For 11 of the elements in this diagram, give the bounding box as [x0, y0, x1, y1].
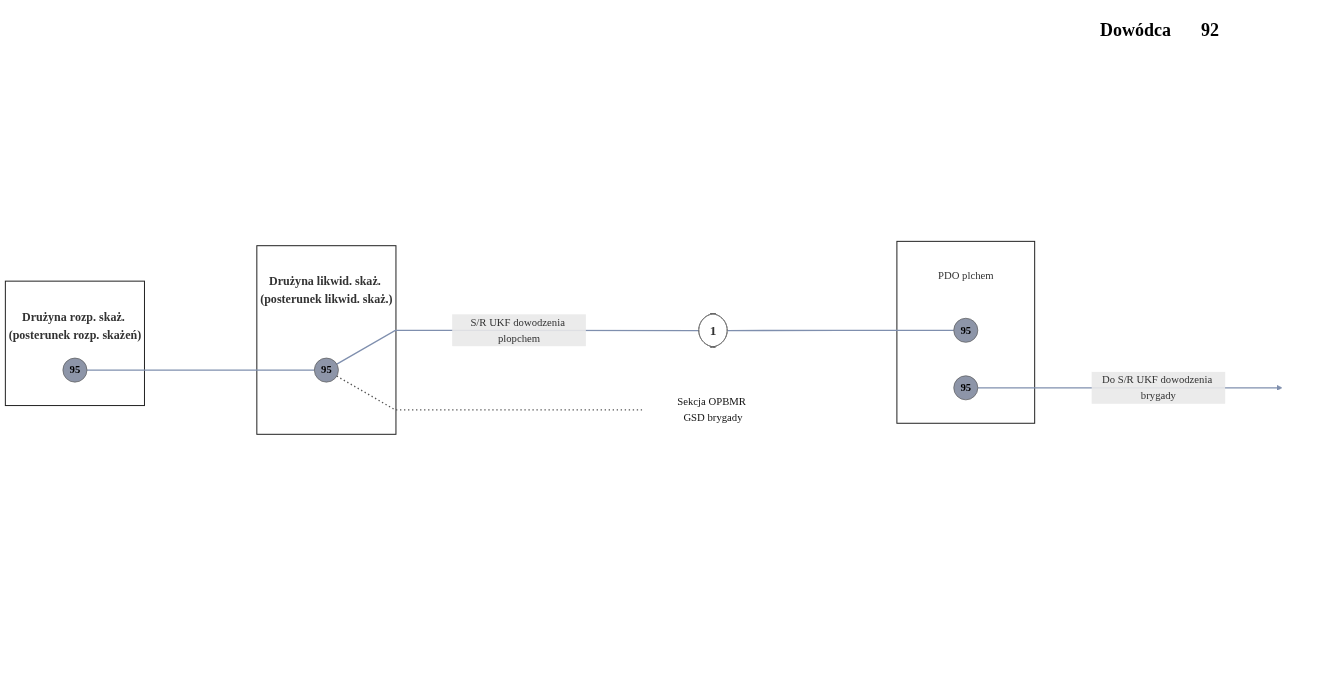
- node-circle: 95: [62, 357, 88, 383]
- note-label: Dowódca: [1100, 20, 1171, 41]
- edge-label: Do S/R UKF dowodzenia brygady: [1101, 373, 1213, 401]
- node-circle: 95: [953, 375, 979, 400]
- node-text: Sekcja OPBMR GSD brygady: [677, 395, 746, 423]
- connector: [86, 369, 316, 371]
- node-circle: 95: [314, 357, 339, 383]
- note-label: 92: [1201, 20, 1219, 41]
- edge-label: S/R UKF dowodzenia plopchem: [470, 315, 565, 344]
- node-circle: 95: [953, 317, 979, 343]
- connector: [726, 329, 955, 331]
